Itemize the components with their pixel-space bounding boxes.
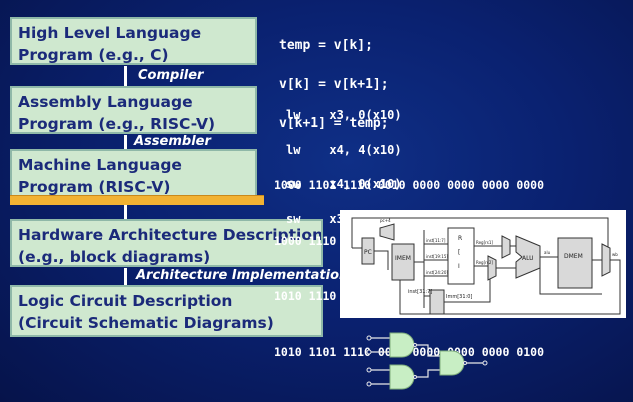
inst-label: inst[31:7]: [408, 289, 432, 295]
compiler-label: Compiler: [138, 68, 204, 83]
imem-label: IMEM: [395, 255, 411, 262]
code-line: temp = v[k];: [279, 38, 373, 53]
box-subtitle: (e.g., block diagrams): [18, 248, 211, 266]
signal-label: Reg[rs2]: [476, 260, 493, 265]
assembly-language-box: Assembly Language Program (e.g., RISC-V): [10, 86, 257, 134]
code-line: 1010 1101 1110 0010 0000 0000 0000 0100: [274, 344, 545, 359]
high-level-language-box: High Level Language Program (e.g., C): [10, 17, 257, 65]
code-line: 1000 1101 1110 0010 0000 0000 0000 0000: [274, 178, 545, 192]
signal-label: inst[19:15]: [426, 254, 448, 259]
code-line: v[k+1] = temp;: [279, 116, 389, 131]
box-title: High Level Language: [18, 24, 202, 42]
signal-label: alu: [544, 250, 551, 255]
box-subtitle: Program (e.g., C): [18, 46, 169, 64]
regfile-letter: R: [458, 235, 462, 242]
connector-machine-hardware: [124, 205, 127, 219]
code-line: v[k] = v[k+1];: [279, 77, 389, 92]
assembler-label: Assembler: [134, 134, 211, 149]
regfile-letter: I: [458, 263, 460, 270]
box-subtitle: Program (e.g., RISC-V): [18, 115, 216, 133]
and-gate-icon: [439, 350, 465, 376]
signal-label: pc+4: [380, 218, 391, 223]
connector-architecture: [124, 268, 127, 285]
regfile-letter: [: [458, 249, 460, 256]
alu-label: ALU: [522, 255, 534, 262]
hardware-architecture-box: Hardware Architecture Description (e.g.,…: [10, 219, 323, 267]
box-subtitle: (Circuit Schematic Diagrams): [18, 314, 274, 332]
pc-label: PC: [364, 249, 372, 256]
datapath-diagram: PC IMEM R [ I ALU DMEM Imm[31:0] inst[31…: [340, 210, 626, 318]
logic-gate-schematic: [366, 332, 488, 390]
box-title: Logic Circuit Description: [18, 292, 233, 310]
machine-language-box: Machine Language Program (RISC-V): [10, 149, 257, 197]
dmem-label: DMEM: [564, 253, 583, 260]
connector-assembler: [124, 135, 127, 149]
and-gate-icon: [389, 364, 415, 390]
and-gate-icon: [389, 332, 415, 358]
imm-label: Imm[31:0]: [446, 294, 472, 300]
signal-label: inst[11:7]: [426, 238, 446, 243]
signal-label: Reg[rs1]: [476, 240, 493, 245]
c-code-block: temp = v[k]; v[k] = v[k+1]; v[k+1] = tem…: [279, 13, 389, 143]
signal-label: inst[24:20]: [426, 270, 448, 275]
code-line: lw x4, 4(x10): [286, 142, 402, 157]
box-title: Machine Language: [18, 156, 182, 174]
box-title: Assembly Language: [18, 93, 193, 111]
highlight-bar: [10, 195, 264, 205]
logic-circuit-box: Logic Circuit Description (Circuit Schem…: [10, 285, 323, 337]
code-line: sw x4, 0(x10): [286, 177, 402, 191]
code-line: lw x3, 0(x10): [286, 108, 402, 122]
signal-label: wb: [612, 252, 618, 257]
connector-compiler: [124, 66, 127, 86]
architecture-implementation-label: Architecture Implementation: [136, 268, 349, 283]
box-title: Hardware Architecture Description: [18, 226, 323, 244]
box-subtitle: Program (RISC-V): [18, 178, 171, 196]
